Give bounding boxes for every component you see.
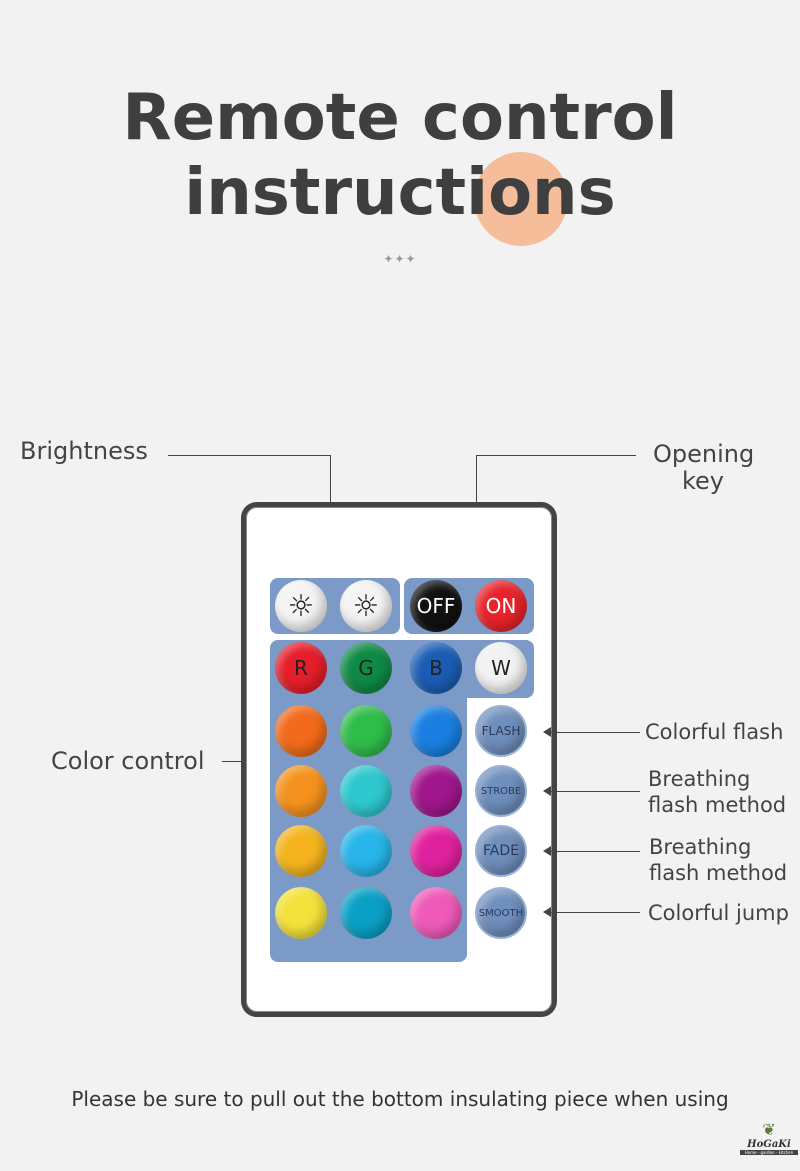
off-button[interactable]: OFF [410, 580, 462, 632]
strobe-button[interactable]: STROBE [475, 765, 527, 817]
decorative-circle [474, 152, 568, 246]
arrow-icon [538, 786, 551, 796]
color-button[interactable] [410, 887, 462, 939]
title-line-2: instructions [184, 156, 616, 230]
color-button[interactable] [410, 705, 462, 757]
color-button[interactable] [410, 765, 462, 817]
logo: ❦ HoGaKi Home - garden - kitchen [740, 1120, 798, 1155]
label-colorful-flash: Colorful flash [645, 720, 784, 744]
pointer-line [548, 851, 640, 852]
color-button[interactable] [340, 765, 392, 817]
label-line: Opening [653, 440, 755, 468]
arrow-icon [538, 727, 551, 737]
label-line: key [681, 467, 724, 495]
pointer-line [548, 791, 640, 792]
label-line: flash method [648, 793, 787, 817]
color-button[interactable] [275, 765, 327, 817]
on-button[interactable]: ON [475, 580, 527, 632]
arrow-icon [538, 907, 551, 917]
label-colorful-jump: Colorful jump [648, 901, 789, 925]
label-line: flash method [649, 861, 788, 885]
logo-name: HoGaKi [747, 1139, 791, 1150]
fade-button[interactable]: FADE [475, 825, 527, 877]
color-button[interactable] [275, 887, 327, 939]
brightness-up-button[interactable]: ☼ [275, 580, 327, 632]
color-button[interactable] [340, 825, 392, 877]
blue-button[interactable]: B [410, 642, 462, 694]
color-button[interactable] [275, 705, 327, 757]
flash-button[interactable]: FLASH [475, 705, 527, 757]
title-line-1: Remote control [122, 81, 678, 155]
red-button[interactable]: R [275, 642, 327, 694]
label-color-control: Color control [51, 747, 205, 775]
green-button[interactable]: G [340, 642, 392, 694]
logo-leaf-icon: ❦ [762, 1120, 776, 1139]
pointer-line [548, 732, 640, 733]
footer-note: Please be sure to pull out the bottom in… [71, 1087, 729, 1111]
label-line: Breathing [648, 767, 751, 791]
logo-tagline: Home - garden - kitchen [740, 1150, 798, 1155]
pointer-line [548, 912, 640, 913]
label-line: Breathing [649, 835, 752, 859]
color-button[interactable] [340, 887, 392, 939]
label-brightness: Brightness [20, 437, 148, 465]
ornament: ✦✦✦ [383, 252, 417, 266]
color-button[interactable] [275, 825, 327, 877]
color-button[interactable] [410, 825, 462, 877]
color-button[interactable] [340, 705, 392, 757]
smooth-button[interactable]: SMOOTH [475, 887, 527, 939]
arrow-icon [538, 846, 551, 856]
brightness-down-button[interactable]: ☼ [340, 580, 392, 632]
white-button[interactable]: W [475, 642, 527, 694]
